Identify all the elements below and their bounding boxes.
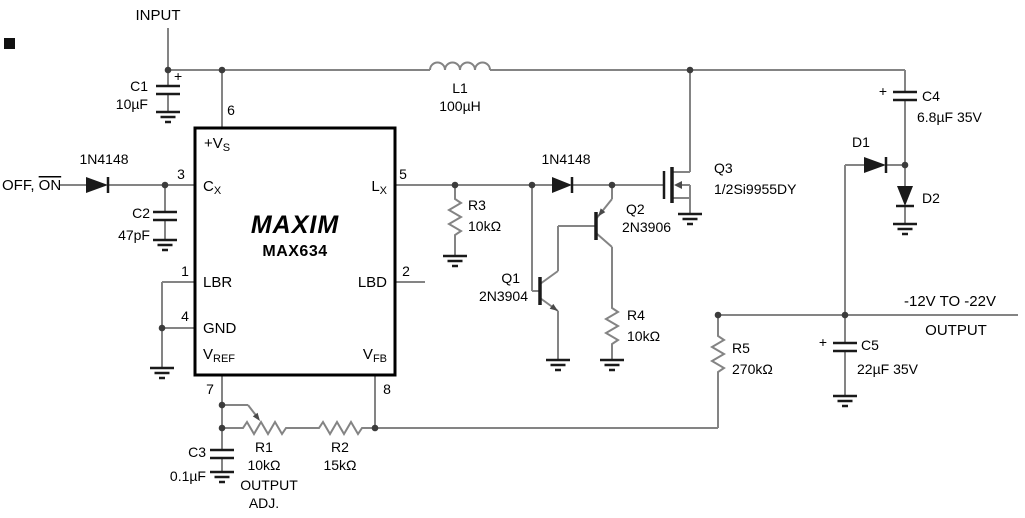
ground-symbol (441, 254, 469, 268)
diode-drive-1n4148: 1N4148 (541, 151, 591, 193)
input-label: INPUT (136, 7, 181, 24)
capacitor-c3: C3 0.1µF (170, 444, 234, 484)
capacitor-c5: + C5 22µF 35V (819, 334, 919, 377)
pin-number-8: 8 (383, 381, 391, 397)
ic-max634: MAXIM MAX634 +VS CX LBR GND VREF LX LBD … (177, 102, 410, 397)
c1-ref: C1 (130, 78, 148, 94)
q1-emitter-arrow (549, 303, 558, 311)
capacitor-c4: + C4 6.8µF 35V (879, 83, 983, 125)
c3-ref: C3 (188, 444, 206, 460)
ground-symbol (154, 110, 182, 124)
r5-value: 270kΩ (732, 361, 773, 377)
diode-d2: D2 (896, 186, 940, 208)
r1-note-output: OUTPUT (240, 477, 298, 493)
scan-artifact (4, 38, 15, 49)
l1-value: 100µH (439, 98, 481, 114)
pin-number-4: 4 (181, 308, 189, 324)
q2-value: 2N3906 (622, 219, 671, 235)
c5-polarity: + (819, 334, 827, 350)
d1-label: D1 (852, 134, 870, 150)
pin-label-lbr: LBR (203, 274, 232, 291)
q1-ref: Q1 (501, 270, 520, 286)
d-drive-label: 1N4148 (541, 151, 590, 167)
resistor-r2: R2 15kΩ (316, 420, 365, 473)
transistor-q2: Q2 2N3906 (594, 201, 671, 240)
capacitor-c2: C2 47pF (118, 205, 177, 243)
ground-symbol (208, 470, 236, 484)
pin-number-7: 7 (206, 381, 214, 397)
maxim-logo: MAXIM (251, 211, 340, 239)
ground-symbol (148, 366, 176, 380)
diode-input-1n4148: 1N4148 (79, 151, 129, 193)
q1-value: 2N3904 (479, 288, 528, 304)
q3-ref: Q3 (714, 160, 733, 176)
r1-ref: R1 (255, 439, 273, 455)
q2-ref: Q2 (626, 201, 645, 217)
c2-value: 47pF (118, 227, 150, 243)
ground-symbol (891, 222, 919, 236)
diode-d1: D1 (852, 134, 888, 173)
r4-value: 10kΩ (627, 328, 660, 344)
pin-number-5: 5 (399, 166, 407, 182)
r3-ref: R3 (468, 197, 486, 213)
r1-value: 10kΩ (247, 457, 280, 473)
r2-value: 15kΩ (323, 457, 356, 473)
c4-ref: C4 (922, 88, 940, 104)
r1-note-adj: ADJ. (249, 495, 279, 511)
pin-label-lx: LX (371, 178, 387, 197)
capacitor-c1: + C1 10µF (116, 68, 182, 112)
wires (60, 28, 1018, 472)
q3-value: 1/2Si9955DY (714, 181, 797, 197)
transistor-q1: Q1 2N3904 (479, 270, 558, 311)
inductor-l1: L1 100µH (429, 61, 491, 114)
ground-symbol (598, 358, 626, 372)
l1-ref: L1 (452, 80, 468, 96)
pin-number-3: 3 (177, 166, 185, 182)
junction-dots (158, 66, 909, 432)
mosfet-q3: Q3 1/2Si9955DY (662, 160, 797, 203)
d2-label: D2 (922, 190, 940, 206)
r3-value: 10kΩ (468, 218, 501, 234)
pin-label-vs: +VS (204, 135, 230, 154)
ic-part-number: MAX634 (262, 243, 327, 260)
output-label: OUTPUT (925, 322, 987, 339)
c1-polarity: + (174, 68, 182, 84)
c5-value: 22µF 35V (857, 361, 919, 377)
c2-ref: C2 (132, 205, 150, 221)
c4-value: 6.8µF 35V (917, 109, 983, 125)
d-input-label: 1N4148 (79, 151, 128, 167)
resistor-r4: R4 10kΩ (604, 305, 660, 347)
c3-value: 0.1µF (170, 468, 206, 484)
r1-wiper-arrow (252, 412, 260, 421)
pin-label-lbd: LBD (358, 274, 387, 291)
q2-emitter-arrow (598, 208, 606, 217)
c5-ref: C5 (861, 337, 879, 353)
r2-ref: R2 (331, 439, 349, 455)
output-voltage-label: -12V TO -22V (904, 293, 996, 310)
q3-body-arrow (674, 181, 682, 189)
pin-number-2: 2 (402, 263, 410, 279)
pin-number-1: 1 (181, 263, 189, 279)
pin-label-vfb: VFB (363, 346, 387, 365)
ground-symbol (151, 238, 179, 252)
pin-label-cx: CX (203, 178, 222, 197)
ground-symbol (676, 212, 704, 226)
pin-number-6: 6 (227, 102, 235, 118)
off-on-label: OFF, ON (2, 177, 61, 194)
pin-label-gnd: GND (203, 320, 237, 337)
pin-label-vref: VREF (203, 346, 235, 365)
resistor-r5: R5 270kΩ (710, 333, 773, 377)
c4-polarity: + (879, 83, 887, 99)
c1-value: 10µF (116, 96, 148, 112)
r4-ref: R4 (627, 307, 645, 323)
resistor-r3: R3 10kΩ (447, 196, 501, 238)
ground-symbol (831, 394, 859, 408)
r5-ref: R5 (732, 340, 750, 356)
potentiometer-r1: R1 10kΩ OUTPUT ADJ. (240, 412, 298, 511)
ground-symbol (544, 358, 572, 372)
